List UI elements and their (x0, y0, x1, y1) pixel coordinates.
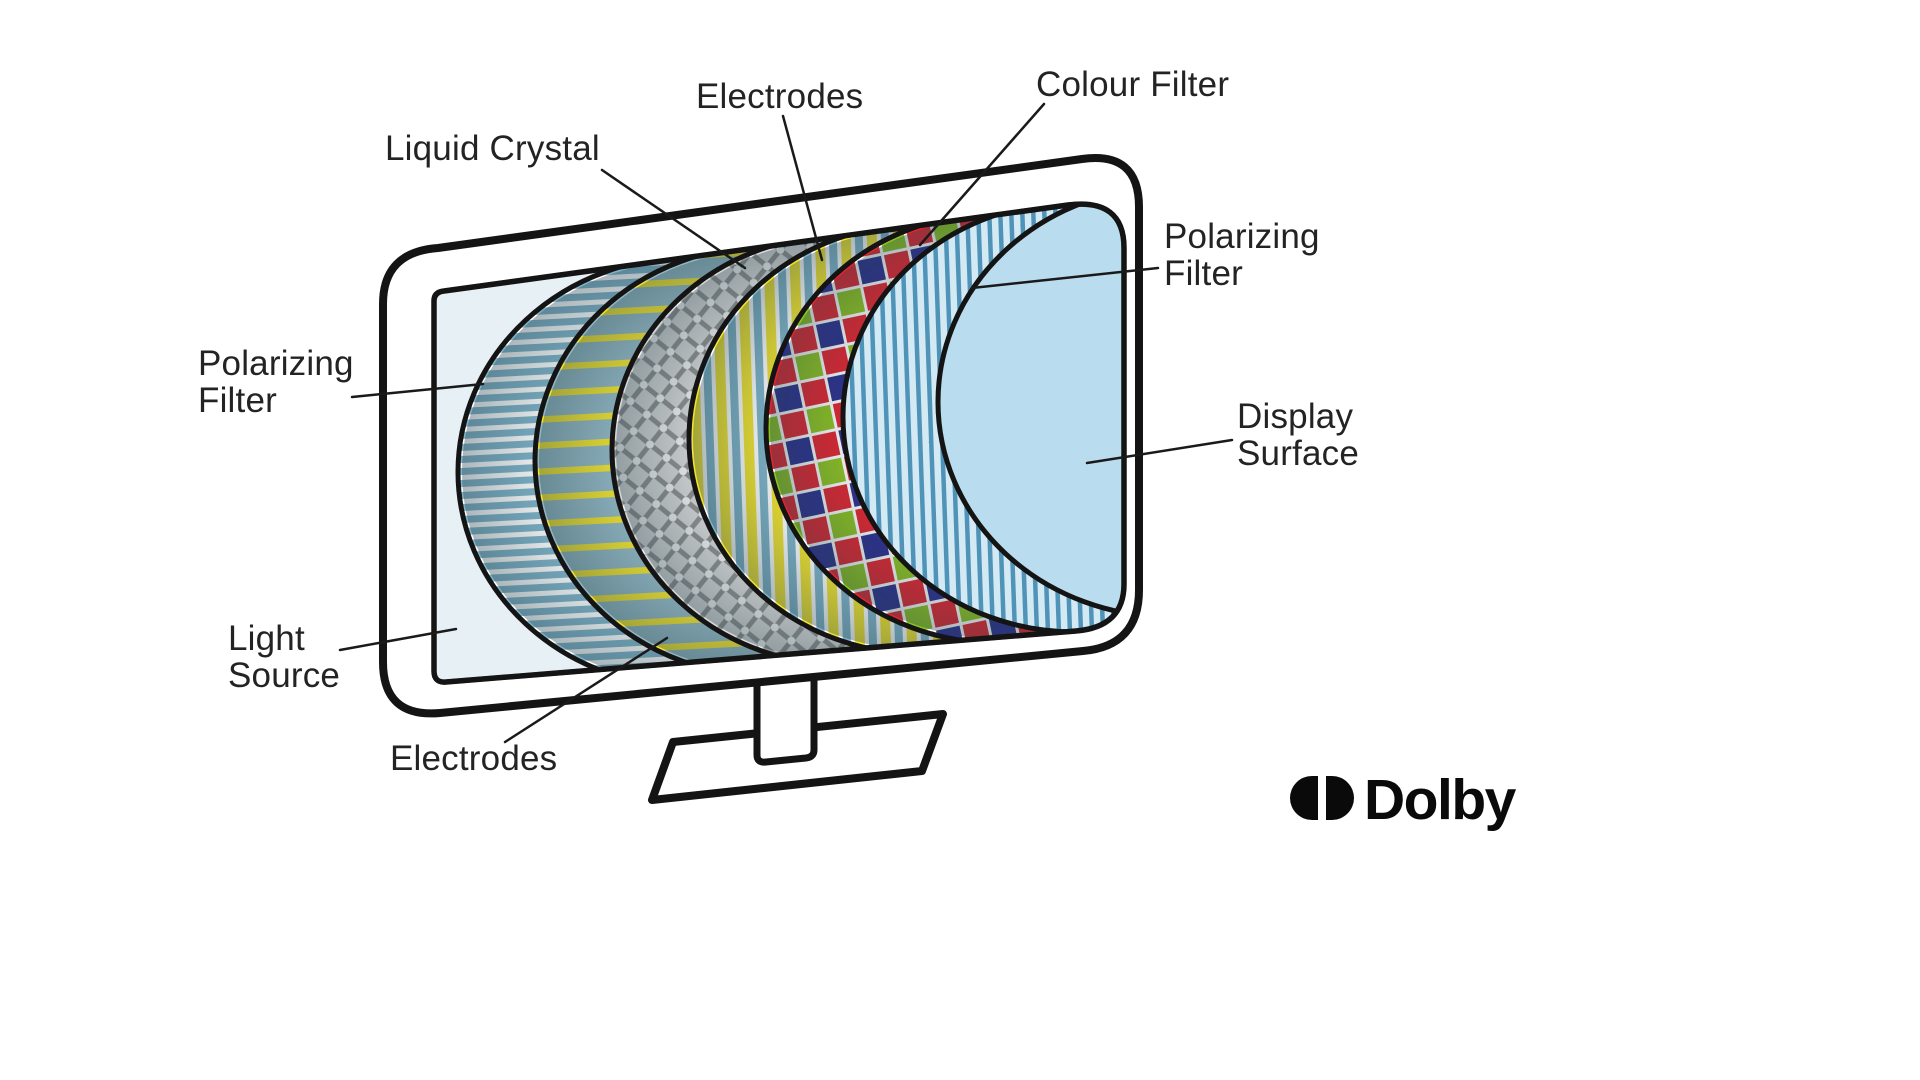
label-text: Colour Filter (1036, 65, 1230, 104)
label-text-line2: Surface (1237, 434, 1360, 474)
leader-polarizing-filter-right (970, 266, 1160, 290)
label-text-line1: Light (228, 619, 305, 658)
label-text-line2: Source (228, 656, 341, 696)
label-text-line1: Polarizing (1164, 217, 1320, 256)
label-text-line2: Filter (1164, 254, 1243, 294)
dolby-wordmark: Dolby (1364, 768, 1517, 832)
leader-electrodes-bottom (503, 636, 669, 744)
label-text-line1: Polarizing (198, 344, 354, 383)
leader-electrodes-top (781, 114, 824, 262)
label-electrodes-top: Electrodes (696, 77, 864, 116)
label-polarizing-filter-right: Polarizing Filter (1164, 218, 1320, 293)
label-text-line2: Filter (198, 381, 277, 421)
label-colour-filter: Colour Filter (1036, 65, 1230, 104)
layer-display-surface (935, 204, 1124, 620)
leader-colour-filter (918, 102, 1046, 247)
leader-lines (338, 102, 1234, 744)
label-text: Electrodes (390, 739, 558, 778)
leader-light-source (338, 627, 458, 652)
label-text: Liquid Crystal (385, 129, 600, 168)
label-liquid-crystal: Liquid Crystal (385, 129, 600, 168)
label-display-surface: Display Surface (1237, 398, 1359, 473)
leader-display-surface (1085, 438, 1234, 465)
display-layers (455, 204, 1124, 683)
label-electrodes-bottom: Electrodes (390, 739, 558, 778)
dolby-logo: Dolby (1290, 768, 1518, 832)
label-light-source: Light Source (228, 620, 340, 695)
leader-polarizing-filter-left (350, 382, 485, 399)
screen-opening-outline (431, 201, 1127, 685)
label-polarizing-filter-left: Polarizing Filter (198, 345, 354, 420)
label-text: Electrodes (696, 77, 864, 116)
leader-liquid-crystal (600, 168, 747, 270)
label-text-line1: Display (1237, 397, 1354, 436)
dolby-double-d-icon (1290, 776, 1354, 820)
